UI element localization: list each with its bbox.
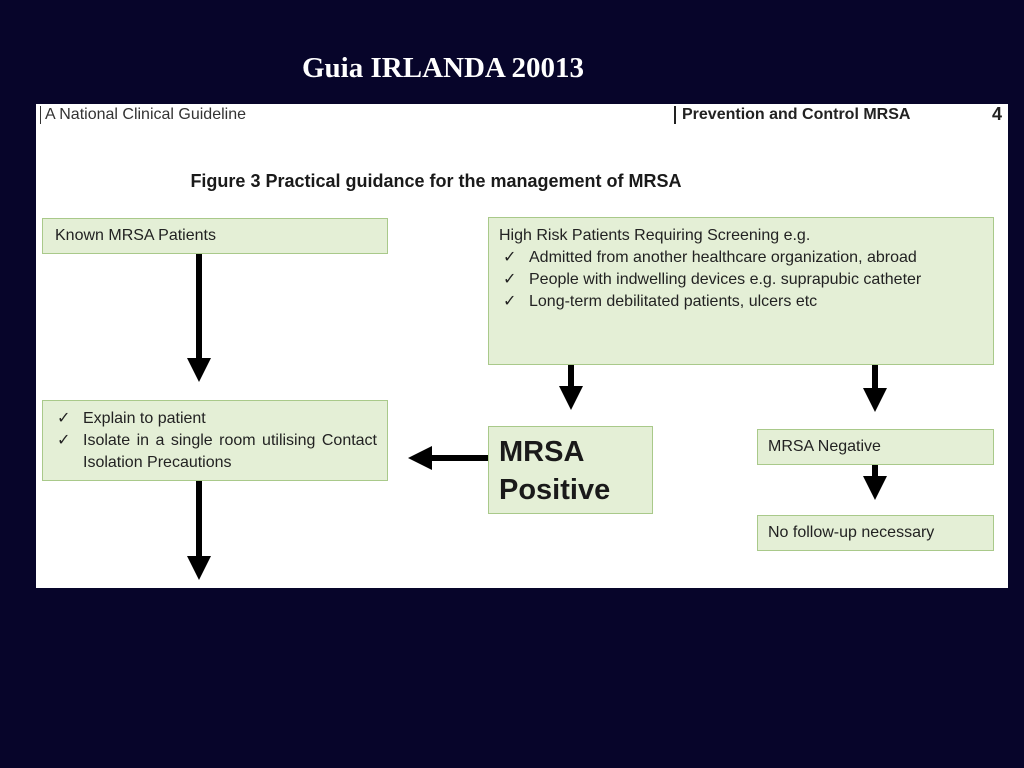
known-mrsa-box: Known MRSA Patients [42,218,388,254]
mrsa-positive-line2: Positive [499,474,611,506]
slide-title: Guia IRLANDA 20013 [302,52,584,84]
list-item: ✓Explain to patient [53,408,377,430]
header-right: Prevention and Control MRSA [674,106,910,124]
mrsa-positive-box: MRSA Positive [488,426,653,514]
check-icon: ✓ [503,293,517,310]
explain-isolate-box: ✓Explain to patient ✓Isolate in a single… [42,400,388,481]
guideline-figure: A National Clinical Guideline Prevention… [36,104,1008,588]
explain-list: ✓Explain to patient ✓Isolate in a single… [53,408,377,474]
known-mrsa-label: Known MRSA Patients [55,227,216,244]
check-icon: ✓ [503,249,517,266]
no-followup-label: No follow-up necessary [768,524,935,541]
header-left: A National Clinical Guideline [40,106,246,124]
list-item: ✓People with indwelling devices e.g. sup… [499,269,983,291]
list-item: ✓Long-term debilitated patients, ulcers … [499,291,983,313]
check-icon: ✓ [503,271,517,288]
high-risk-heading: High Risk Patients Requiring Screening e… [499,227,811,244]
no-followup-box: No follow-up necessary [757,515,994,551]
list-item: ✓Admitted from another healthcare organi… [499,247,983,269]
mrsa-negative-label: MRSA Negative [768,438,881,455]
page-number: 4 [992,104,1003,124]
figure-title: Figure 3 Practical guidance for the mana… [190,171,682,191]
high-risk-box: High Risk Patients Requiring Screening e… [488,217,994,365]
check-icon: ✓ [57,432,71,449]
check-icon: ✓ [57,410,71,427]
mrsa-negative-box: MRSA Negative [757,429,994,465]
list-item: ✓Isolate in a single room utilising Cont… [57,432,377,471]
flow-arrows [187,254,887,580]
high-risk-list: ✓Admitted from another healthcare organi… [499,247,983,313]
mrsa-positive-line1: MRSA [499,436,585,468]
